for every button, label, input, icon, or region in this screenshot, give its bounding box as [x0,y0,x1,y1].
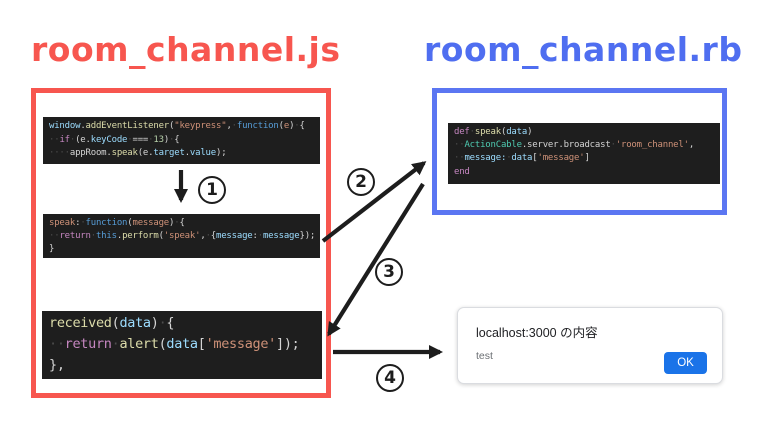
step-3-badge: 3 [375,258,403,286]
step-1-badge: 1 [198,176,226,204]
code-block-rb-speak-method: def·speak(data)··ActionCable.server.broa… [448,123,720,184]
js-file-title: room_channel.js [31,30,341,69]
alert-ok-button[interactable]: OK [664,352,707,374]
step-4-badge: 4 [376,364,404,392]
alert-dialog-message: test [476,350,493,362]
browser-alert-dialog: localhost:3000 の内容 test OK [457,307,723,384]
rb-file-outline-box [432,88,727,215]
arrow-step3-icon [327,182,425,337]
alert-dialog-title: localhost:3000 の内容 [476,326,598,340]
code-block-js-speak-function: speak:·function(message)·{··return·this.… [43,214,320,258]
code-block-js-event-listener: window.addEventListener("keypress",·func… [43,117,320,164]
rb-file-title: room_channel.rb [424,30,743,69]
step-2-badge: 2 [347,168,375,196]
arrow-step2-icon [321,161,427,243]
code-block-js-received-function: received(data)·{··return·alert(data['mes… [42,311,322,379]
